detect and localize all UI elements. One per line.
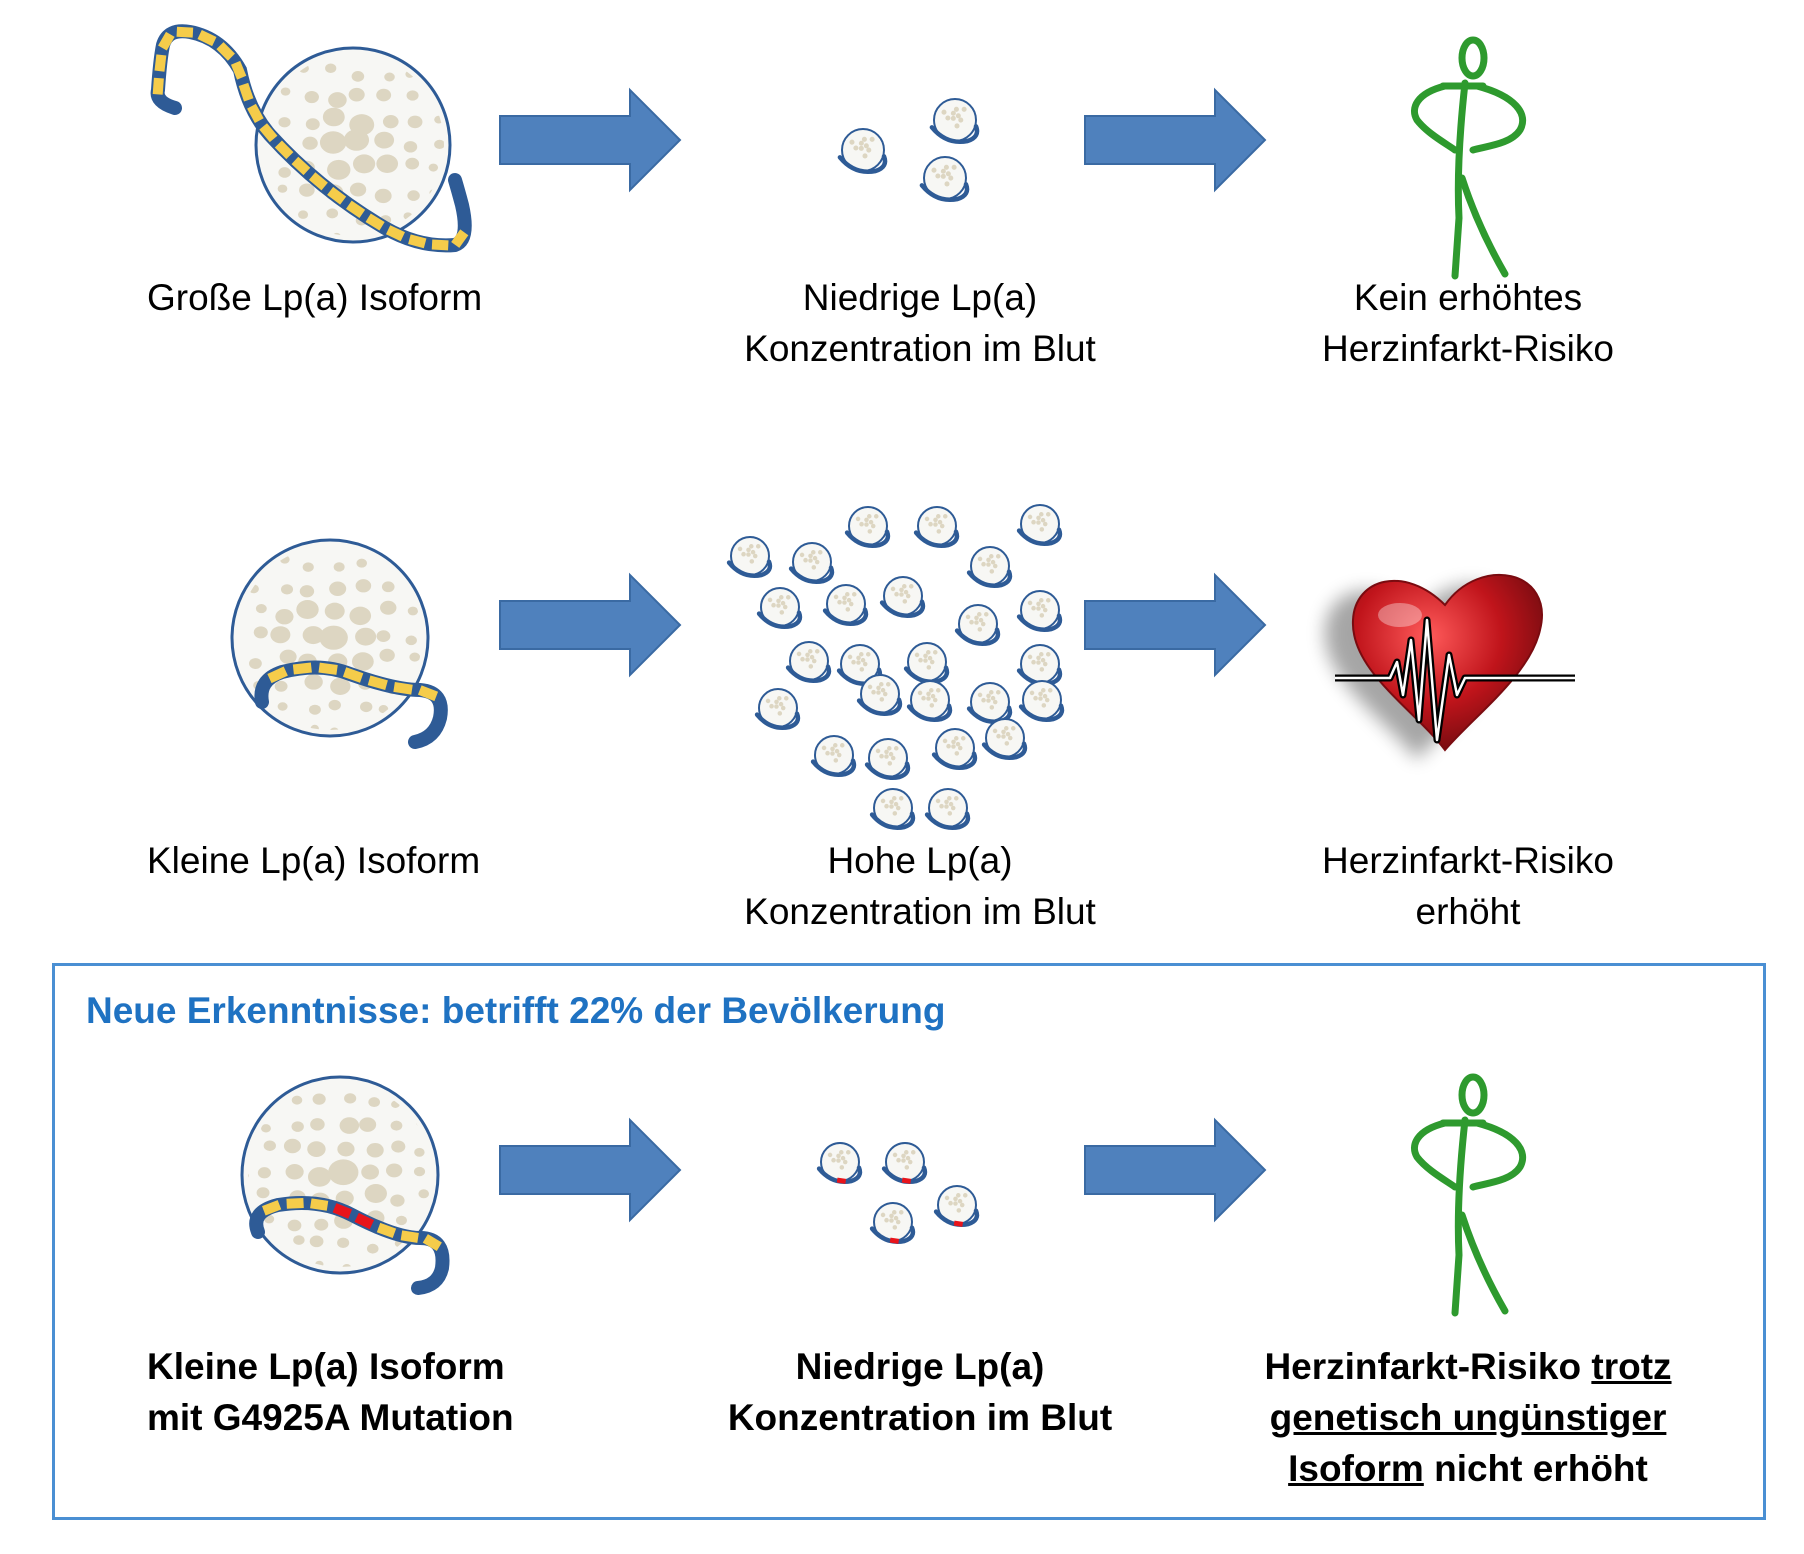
lpa-particle-icon [1016,504,1063,546]
row3-cause-label: Kleine Lp(a) Isoform mit G4925A Mutation [147,1346,514,1438]
lpa-particle-icon [929,98,980,144]
lpa-particle-icon [754,688,801,730]
lpa-particle-icon [954,604,1001,646]
row1-cause-label: Große Lp(a) Isoform [147,277,483,318]
lpa-particle-icon [933,1185,980,1227]
lpa-particle-icon [788,542,835,584]
row1-concentration-label: Niedrige Lp(a) Konzentration im Blut [744,277,1096,369]
lpa-particle-icon [869,788,916,830]
row3-concentration-label: Niedrige Lp(a) Konzentration im Blut [727,1346,1113,1438]
high-concentration-particles [726,504,1065,830]
lpa-particle-icon [864,738,911,780]
mutation-isoform-particle-icon [240,1075,450,1295]
arrow-right-icon-row2b [1084,572,1267,678]
low-concentration-particles [837,98,980,202]
arrow-right-icon-row2 [499,572,682,678]
lpa-particle-icon [919,156,970,202]
low-concentration-mutation-particles [816,1142,980,1244]
lpa-particle-icon [844,506,891,548]
healthy-person-icon-row3 [1411,1073,1527,1317]
lpa-particle-icon [756,587,803,629]
healthy-person-icon-row1 [1411,36,1527,280]
lpa-particle-icon [913,506,960,548]
lpa-particle-icon [869,1202,916,1244]
row1-outcome-label: Kein erhöhtes Herzinfarkt-Risiko [1322,277,1614,369]
lpa-particle-icon [856,674,903,716]
lpa-particle-icon [810,735,857,777]
lpa-particle-icon [931,728,978,770]
large-isoform-particle-icon [150,24,472,253]
row2-concentration-label: Hohe Lp(a) Konzentration im Blut [744,840,1096,932]
lpa-particle-icon [785,641,832,683]
lpa-particle-icon [879,576,926,618]
lpa-particle-icon [881,1142,928,1184]
row2-cause-label: Kleine Lp(a) Isoform [147,840,481,881]
lpa-particle-icon [924,788,971,830]
lpa-particle-icon [903,642,950,684]
lpa-particle-icon [726,536,773,578]
lpa-particle-icon [822,584,869,626]
lpa-particle-icon [966,546,1013,588]
lpa-particle-icon [906,680,953,722]
arrow-right-icon-row1b [1084,87,1267,193]
row2-outcome-label: Herzinfarkt-Risiko erhöht [1322,840,1614,932]
new-findings-title: Neue Erkenntnisse: betrifft 22% der Bevö… [86,990,946,1031]
lpa-particle-icon [966,682,1013,724]
lpa-particle-icon [837,128,888,174]
arrow-right-icon-row3 [499,1117,682,1223]
lpa-particle-icon [816,1142,863,1184]
arrow-right-icon-row1 [499,87,682,193]
lpa-particle-icon [1016,644,1063,686]
lpa-particle-icon [1018,680,1065,722]
small-isoform-particle-icon [230,538,448,749]
heart-ecg-icon [1324,573,1575,760]
arrow-right-icon-row3b [1084,1117,1267,1223]
lpa-particle-icon [981,718,1028,760]
new-findings-box [52,963,1766,1520]
lpa-particle-icon [1016,590,1063,632]
row3-outcome-label: Herzinfarkt-Risiko trotz genetisch ungün… [1264,1346,1672,1489]
